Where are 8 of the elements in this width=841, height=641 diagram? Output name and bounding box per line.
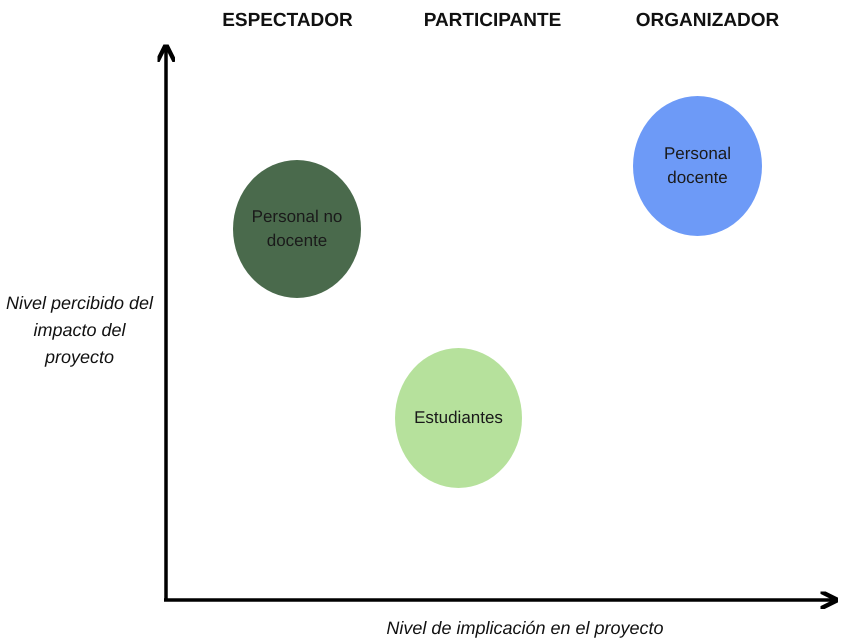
bubble-label: Personal no docente xyxy=(250,206,344,252)
bubble-label: Estudiantes xyxy=(413,407,504,429)
column-heading: ORGANIZADOR xyxy=(634,10,780,32)
column-heading: ESPECTADOR xyxy=(221,10,354,32)
bubble-label: Personal docente xyxy=(662,143,732,189)
x-axis-title: Nivel de implicación en el proyecto xyxy=(385,618,665,639)
y-axis-title: Nivel percibido del impacto del proyecto xyxy=(4,292,154,369)
column-heading: PARTICIPANTE xyxy=(422,10,562,32)
